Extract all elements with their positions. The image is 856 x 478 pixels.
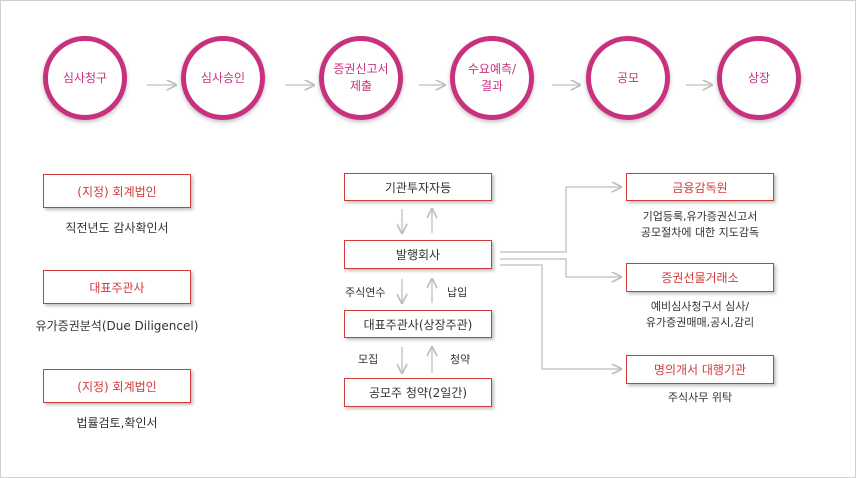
center-box-institutional-investors: 기관투자자등 [344, 173, 492, 201]
step-demand-forecast: 수요예측/ 결과 [450, 36, 534, 120]
right-caption-fss: 기업등록,유가증권신고서 공모절차에 대한 지도감독 [640, 210, 760, 239]
step-public-offering: 공모 [586, 36, 670, 120]
label-subscription: 청약 [450, 353, 471, 366]
right-caption-exchange: 예비심사청구서 심사/ 유가증권매매,공시,감리 [645, 300, 755, 329]
right-box-exchange: 증권선물거래소 [626, 263, 774, 292]
right-box-transfer-agent: 명의개서 대행기관 [626, 355, 774, 384]
right-caption-transfer-agent: 주식사무 위탁 [667, 391, 733, 404]
branch-fss [500, 187, 621, 253]
label-payment: 납입 [447, 286, 468, 299]
step-listing: 상장 [717, 36, 801, 120]
left-box-lead-manager: 대표주관사 [43, 270, 191, 304]
left-caption-1: 직전년도 감사확인서 [65, 221, 169, 235]
center-box-subscription: 공모주 청약(2일간) [344, 378, 492, 407]
step-audit-request: 심사청구 [43, 36, 127, 120]
label-stock-training: 주식연수 [345, 286, 386, 299]
left-box-accounting-firm-1: (지정) 회계법인 [43, 174, 191, 208]
left-caption-3: 법률검토,확인서 [76, 416, 158, 430]
center-box-issuer: 발행회사 [344, 240, 492, 269]
branch-transfer-agent [500, 264, 621, 369]
left-box-accounting-firm-2: (지정) 회계법인 [43, 369, 191, 403]
step-registration-filing: 증권신고서 제출 [319, 36, 403, 120]
branch-exchange [500, 258, 621, 277]
label-recruit: 모집 [358, 353, 379, 366]
left-caption-2: 유가증권분석(Due Diligencel) [35, 319, 199, 333]
center-box-lead-manager: 대표주관사(상장주관) [344, 310, 492, 338]
right-box-fss: 금융감독원 [626, 173, 774, 201]
step-audit-approval: 심사승인 [181, 36, 265, 120]
